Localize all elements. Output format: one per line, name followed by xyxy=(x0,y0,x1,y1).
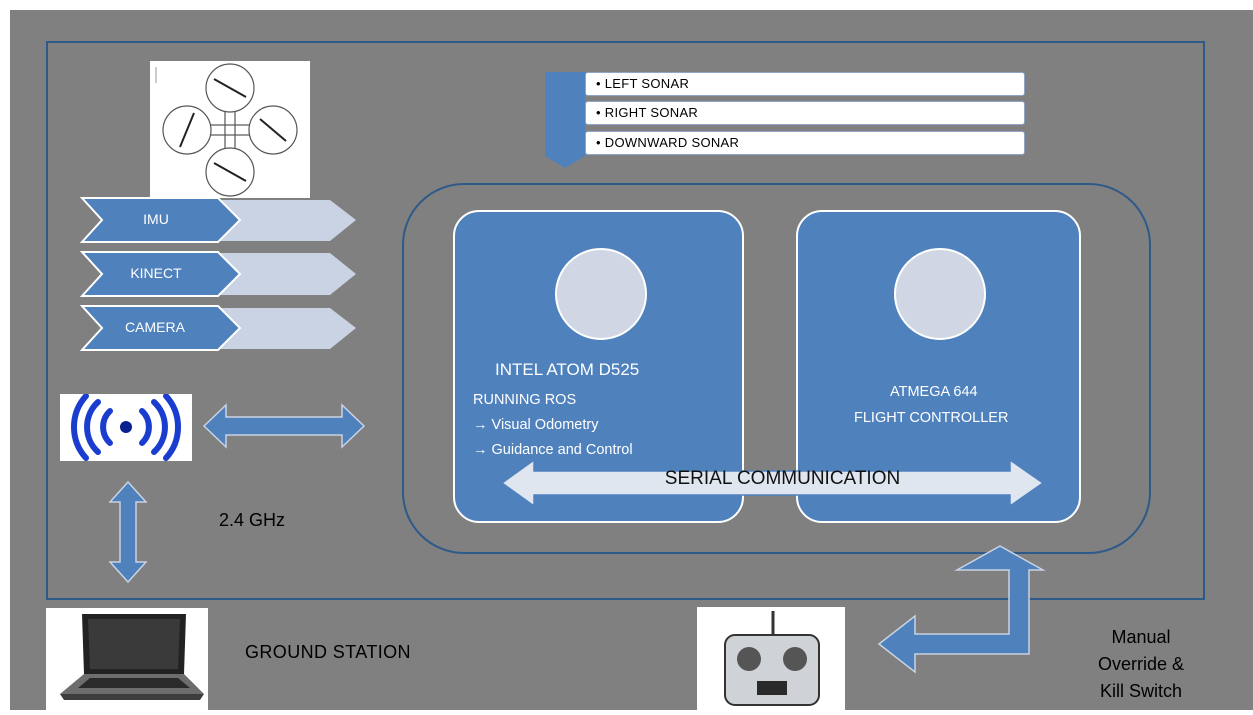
laptop-icon xyxy=(60,614,204,700)
sensor-kinect-label: KINECT xyxy=(130,265,182,281)
rc-transmitter-icon xyxy=(724,611,820,706)
flight-controller-circle xyxy=(894,248,986,340)
quadrotor-icon xyxy=(155,63,298,197)
manual-override-line-3: Kill Switch xyxy=(1099,681,1183,701)
quadrotor-schematic-image xyxy=(150,61,310,198)
flight-controller-title: ATMEGA 644 xyxy=(890,384,978,400)
serial-communication-arrow xyxy=(500,458,1045,508)
intel-atom-title: INTEL ATOM D525 xyxy=(495,360,640,379)
sonar-item-downward: • DOWNWARD SONAR xyxy=(585,131,1025,155)
sonar-chevron xyxy=(545,72,585,168)
sensor-camera-label: CAMERA xyxy=(125,319,185,335)
frequency-label: 2.4 GHz xyxy=(219,510,286,530)
intel-atom-subtitle: RUNNING ROS xyxy=(473,392,577,408)
quadrotor-boundary xyxy=(46,41,1205,600)
sonar-item-right: • RIGHT SONAR xyxy=(585,101,1025,125)
intel-atom-circle xyxy=(555,248,647,340)
task-guidance-control: → Guidance and Control xyxy=(473,442,633,458)
sonar-item-left: • LEFT SONAR xyxy=(585,72,1025,96)
manual-override-line-1: Manual xyxy=(1111,627,1171,647)
flight-controller-subtitle: FLIGHT CONTROLLER xyxy=(854,410,1009,426)
wireless-link-arrow xyxy=(202,403,366,449)
task-visual-odometry: → Visual Odometry xyxy=(473,417,599,433)
serial-communication-label: SERIAL COMMUNICATION xyxy=(664,468,901,489)
sensor-imu-label: IMU xyxy=(143,211,169,227)
manual-override-arrow xyxy=(877,545,1046,674)
sensor-chevrons xyxy=(80,197,356,351)
ground-station-image xyxy=(46,608,208,710)
ground-station-label: GROUND STATION xyxy=(245,642,411,662)
ground-link-arrow xyxy=(108,480,148,584)
rc-transmitter-image xyxy=(697,607,845,710)
wireless-signal-icon xyxy=(71,393,181,461)
manual-override-label: Manual Override & Kill Switch xyxy=(1086,624,1196,705)
wireless-icon-box xyxy=(60,393,192,461)
processing-boundary xyxy=(402,183,1151,554)
manual-override-line-2: Override & xyxy=(1097,654,1185,674)
